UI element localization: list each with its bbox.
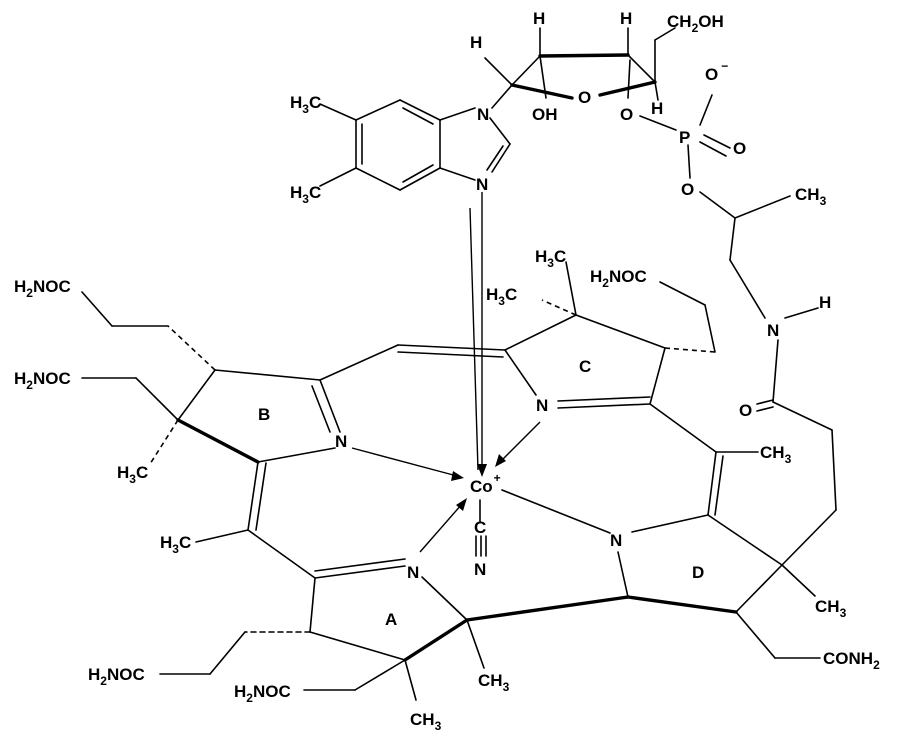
label-h3c: H3C [290,93,321,116]
label-cobalt: Co+ [470,471,501,496]
label-n: N [767,321,779,340]
label-h: H [620,9,632,28]
label-h2noc: H2NOC [14,277,71,300]
label-ch3: CH3 [815,597,847,620]
label-ch3: CH3 [795,185,827,208]
label-n: N [610,531,622,550]
label-n: N [476,175,488,194]
label-conh2: CONH2 [823,649,880,672]
corrin-ring [159,314,821,701]
label-ch3: CH3 [760,443,792,466]
label-o: O [681,180,694,199]
label-ch3: CH3 [478,671,510,694]
label-h3c: H3C [486,285,517,308]
label-h2noc: H2NOC [590,267,647,290]
label-o-ester: O [620,105,633,124]
label-h3c: H3C [117,463,148,486]
label-h2noc: H2NOC [14,369,71,392]
label-ch3: CH3 [410,710,442,733]
label-n: N [407,563,419,582]
label-n: N [477,105,489,124]
label-n: N [536,396,548,415]
label-h2noc: H2NOC [234,682,291,705]
ring-label-d: D [692,563,704,582]
label-o-minus: O− [705,59,728,84]
label-o-ring: O [578,88,591,107]
label-ch2oh: CH2OH [667,12,724,35]
ring-label-a: A [385,610,397,629]
cobalt-coordination [351,192,611,557]
label-h3c: H3C [160,533,191,556]
label-p: P [679,128,690,147]
phosphate-group [639,94,837,566]
label-h: H [651,99,663,118]
label-o: O [733,139,746,158]
label-c: C [474,518,486,537]
side-chains [81,261,716,465]
label-h3c: H3C [535,247,566,270]
label-oh: OH [532,105,558,124]
label-h2noc: H2NOC [88,665,145,688]
ring-label-b: B [258,405,270,424]
label-n: N [335,432,347,451]
label-h: H [533,9,545,28]
benzimidazole [319,99,511,191]
ribose-ring [484,27,676,109]
label-o: O [739,401,752,420]
atom-labels: H H H CH2OH O− OH O O H P O O N N H3C H3… [14,9,880,733]
label-n: N [474,560,486,579]
label-h: H [470,33,482,52]
label-h3c: H3C [290,183,321,206]
ring-label-c: C [579,357,591,376]
label-h: H [819,293,831,312]
